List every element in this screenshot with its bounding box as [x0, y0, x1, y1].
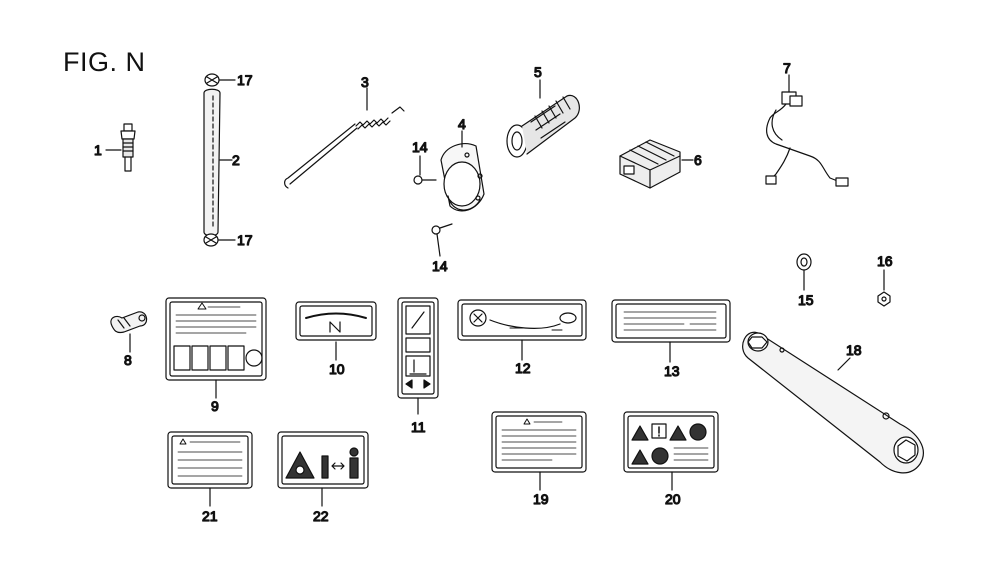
callout-17: 17	[237, 72, 253, 88]
callout-1: 1	[94, 142, 102, 158]
callout-5: 5	[534, 64, 542, 80]
wire-harness-part	[765, 74, 849, 187]
figure-title: FIG. N	[63, 47, 146, 77]
label-12-part	[457, 299, 587, 361]
callout-3: 3	[361, 74, 369, 90]
callout-10: 10	[329, 361, 345, 377]
callout-11: 11	[411, 419, 426, 435]
callout-21: 21	[202, 508, 218, 524]
clip-part	[110, 311, 148, 353]
callout-8: 8	[124, 352, 132, 368]
callout-7: 7	[783, 60, 791, 76]
callout-20: 20	[665, 491, 681, 507]
callout-16: 16	[877, 253, 893, 269]
grip-part	[506, 79, 580, 158]
callout-19: 19	[533, 491, 549, 507]
rod-part	[203, 73, 236, 247]
label-10-part	[295, 301, 377, 361]
label-21-part	[167, 431, 253, 507]
cover-part	[413, 130, 485, 257]
label-22-part	[277, 431, 369, 507]
callout-9: 9	[211, 398, 219, 414]
warning-label-part	[165, 297, 267, 399]
callout-12: 12	[515, 360, 531, 376]
spark-plug-part	[105, 123, 136, 172]
label-20-part	[623, 411, 719, 491]
callout-14: 14	[432, 258, 448, 274]
callout-6: 6	[694, 152, 702, 168]
label-11-part	[397, 297, 439, 415]
callout-2: 2	[232, 152, 240, 168]
callout-13: 13	[664, 363, 680, 379]
nut-15-part	[796, 253, 812, 291]
callout-4: 4	[458, 116, 466, 132]
callout-15: 15	[798, 292, 814, 308]
label-13-part	[611, 299, 731, 363]
callout-17: 17	[237, 232, 253, 248]
callout-14: 14	[412, 139, 428, 155]
tube-wrench-part	[742, 331, 924, 474]
nut-16-part	[877, 269, 891, 307]
label-19-part	[491, 411, 587, 491]
spring-wire-part	[284, 87, 405, 189]
callout-22: 22	[313, 508, 329, 524]
callout-18: 18	[846, 342, 862, 358]
regulator-block-part	[619, 139, 694, 189]
